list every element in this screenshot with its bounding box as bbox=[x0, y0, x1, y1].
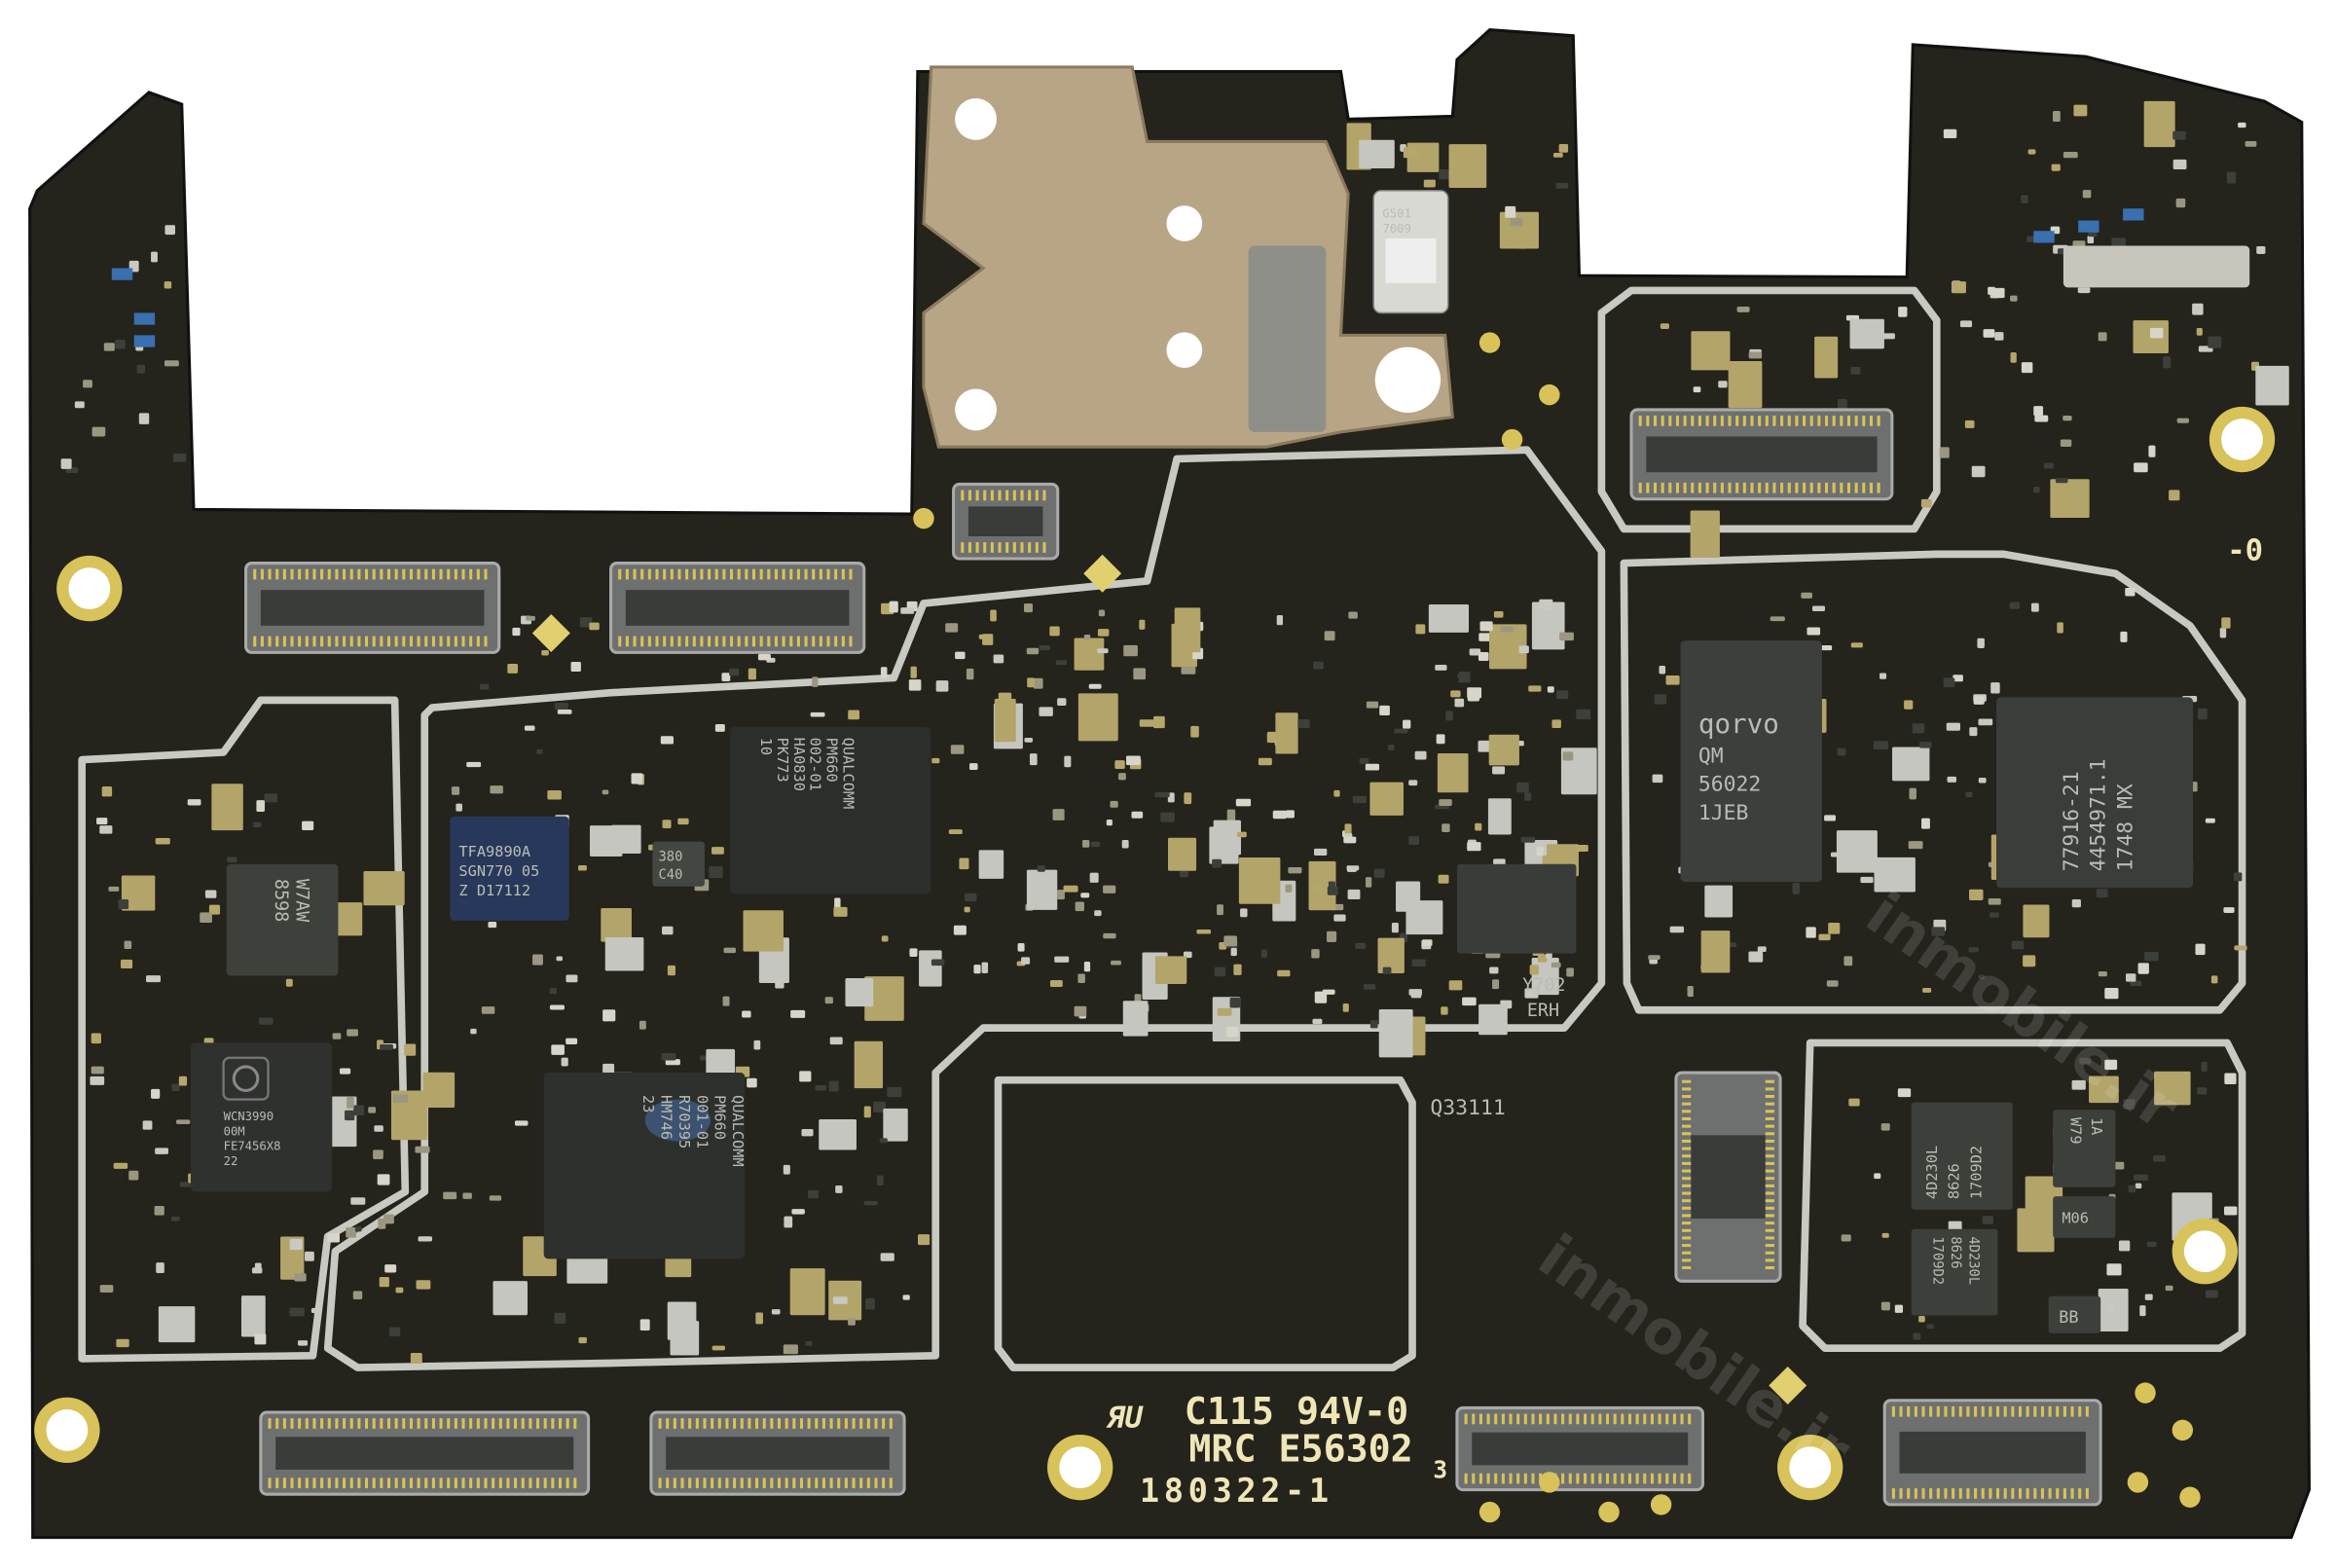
chip-small-3: BB bbox=[2048, 1295, 2101, 1333]
blue-resistor bbox=[2033, 231, 2055, 243]
chip-module bbox=[1456, 863, 1577, 954]
test-pad bbox=[1478, 332, 1501, 353]
svg-text:C40: C40 bbox=[659, 867, 683, 883]
silk-date-code: 180322-1 bbox=[1140, 1472, 1333, 1510]
test-pad bbox=[2172, 1419, 2194, 1441]
svg-text:HA0830: HA0830 bbox=[790, 738, 808, 791]
blue-resistor bbox=[111, 268, 133, 280]
svg-text:WCN3990: WCN3990 bbox=[224, 1110, 274, 1123]
ul-logo: ЯU bbox=[1106, 1401, 1144, 1435]
svg-text:ЯU: ЯU bbox=[1106, 1401, 1144, 1435]
svg-text:SGN770 05: SGN770 05 bbox=[458, 862, 539, 880]
svg-text:8626: 8626 bbox=[1948, 1236, 1963, 1268]
chip-qorvo: qorvo QM 56022 1JEB bbox=[1680, 640, 1822, 883]
chip-rf-frontend: 77916-21 4454971.1 1748 MX bbox=[1996, 697, 2194, 889]
chip-small-1: W79 1A bbox=[2053, 1110, 2116, 1187]
silk-code-q: Q33111 bbox=[1430, 1096, 1505, 1120]
test-pad bbox=[913, 507, 934, 529]
blue-resistor bbox=[133, 312, 156, 325]
chip-pmic: QUALCOMM PM660 001-01 R70395 HM746 23 bbox=[543, 1073, 747, 1259]
test-pad bbox=[2179, 1486, 2201, 1508]
test-pad bbox=[1539, 1472, 1560, 1493]
chip-mosfet-2: 4D230L 8626 1709D2 bbox=[1911, 1228, 1998, 1316]
svg-text:22: 22 bbox=[224, 1154, 238, 1168]
svg-text:380: 380 bbox=[659, 850, 683, 865]
blue-resistor bbox=[2123, 208, 2144, 221]
svg-text:001-01: 001-01 bbox=[693, 1095, 711, 1149]
svg-text:W79: W79 bbox=[2067, 1117, 2085, 1145]
svg-text:G501: G501 bbox=[1382, 206, 1410, 220]
camera-bracket-right bbox=[2062, 245, 2250, 288]
fiducial-mark bbox=[1083, 554, 1122, 593]
svg-text:W7AW: W7AW bbox=[292, 879, 312, 923]
svg-text:PM660: PM660 bbox=[712, 1095, 729, 1140]
svg-text:BB: BB bbox=[2059, 1307, 2078, 1327]
microphone: G501 7009 bbox=[1372, 190, 1449, 314]
svg-text:56022: 56022 bbox=[1698, 773, 1761, 797]
mesh-grille bbox=[1248, 245, 1327, 432]
test-pad bbox=[1650, 1494, 1672, 1515]
svg-text:77916-21: 77916-21 bbox=[2060, 771, 2084, 871]
svg-text:R70395: R70395 bbox=[675, 1095, 693, 1149]
test-pad bbox=[2127, 1472, 2149, 1493]
silk-code-y: Y702 bbox=[1522, 975, 1565, 996]
blue-resistor bbox=[133, 335, 156, 347]
chip-sot: 380 C40 bbox=[652, 841, 705, 887]
chip-pmic-secondary: QUALCOMM PM660 002-01 HA0830 PK773 10 bbox=[729, 726, 931, 894]
svg-text:4D230L: 4D230L bbox=[1923, 1146, 1941, 1199]
mounting-holes bbox=[34, 332, 2276, 1523]
svg-text:TFA9890A: TFA9890A bbox=[458, 843, 530, 860]
chip-rf-transceiver: 8598 W7AW bbox=[226, 863, 339, 976]
svg-text:1A: 1A bbox=[2088, 1117, 2105, 1135]
svg-text:8598: 8598 bbox=[271, 879, 291, 922]
svg-text:QUALCOMM: QUALCOMM bbox=[729, 1095, 747, 1167]
svg-text:1JEB: 1JEB bbox=[1698, 801, 1749, 825]
svg-text:M06: M06 bbox=[2062, 1210, 2089, 1227]
svg-text:FE7456X8: FE7456X8 bbox=[224, 1140, 281, 1153]
silk-line1: C115 94V-0 bbox=[1185, 1390, 1408, 1434]
silk-suffix: 3 bbox=[1433, 1455, 1447, 1483]
blue-resistor bbox=[2078, 220, 2099, 233]
svg-text:10: 10 bbox=[757, 738, 775, 755]
chip-mosfet-1: 4D230L 8626 1709D2 bbox=[1911, 1102, 2013, 1210]
svg-text:QM: QM bbox=[1698, 745, 1724, 769]
svg-text:8626: 8626 bbox=[1946, 1163, 1963, 1199]
svg-text:00M: 00M bbox=[224, 1124, 245, 1138]
svg-text:7009: 7009 bbox=[1382, 222, 1410, 236]
svg-text:PK773: PK773 bbox=[774, 738, 791, 783]
test-pad bbox=[1539, 383, 1560, 406]
shield-fences bbox=[78, 286, 2246, 1371]
svg-text:HM746: HM746 bbox=[658, 1095, 675, 1140]
svg-text:1709D2: 1709D2 bbox=[1930, 1236, 1946, 1285]
svg-text:1709D2: 1709D2 bbox=[1968, 1146, 1986, 1199]
chip-amplifier: TFA9890A SGN770 05 Z D17112 bbox=[450, 816, 569, 921]
test-pad bbox=[2135, 1382, 2156, 1404]
chip-small-2: M06 bbox=[2053, 1196, 2116, 1238]
svg-text:1748 MX: 1748 MX bbox=[2113, 784, 2137, 871]
svg-text:23: 23 bbox=[639, 1095, 657, 1112]
test-pad bbox=[1598, 1501, 1620, 1523]
silk-line2: MRC E56302 bbox=[1188, 1428, 1412, 1472]
svg-text:4454971.1: 4454971.1 bbox=[2087, 758, 2111, 871]
svg-text:002-01: 002-01 bbox=[807, 738, 824, 791]
svg-text:Z D17112: Z D17112 bbox=[458, 882, 530, 899]
board-connectors bbox=[244, 408, 2102, 1507]
silk-code-erh: ERH bbox=[1527, 1001, 1559, 1021]
svg-text:PM660: PM660 bbox=[822, 738, 840, 783]
test-pad bbox=[1501, 428, 1523, 451]
chip-wifi: WCN3990 00M FE7456X8 22 bbox=[190, 1042, 333, 1192]
svg-text:qorvo: qorvo bbox=[1698, 709, 1779, 740]
svg-text:4D230L: 4D230L bbox=[1965, 1236, 1981, 1285]
bracket-holes bbox=[955, 98, 1442, 431]
svg-text:QUALCOMM: QUALCOMM bbox=[839, 738, 857, 810]
test-pad bbox=[1478, 1501, 1501, 1523]
silk-corner-label: -0 bbox=[2227, 534, 2263, 568]
